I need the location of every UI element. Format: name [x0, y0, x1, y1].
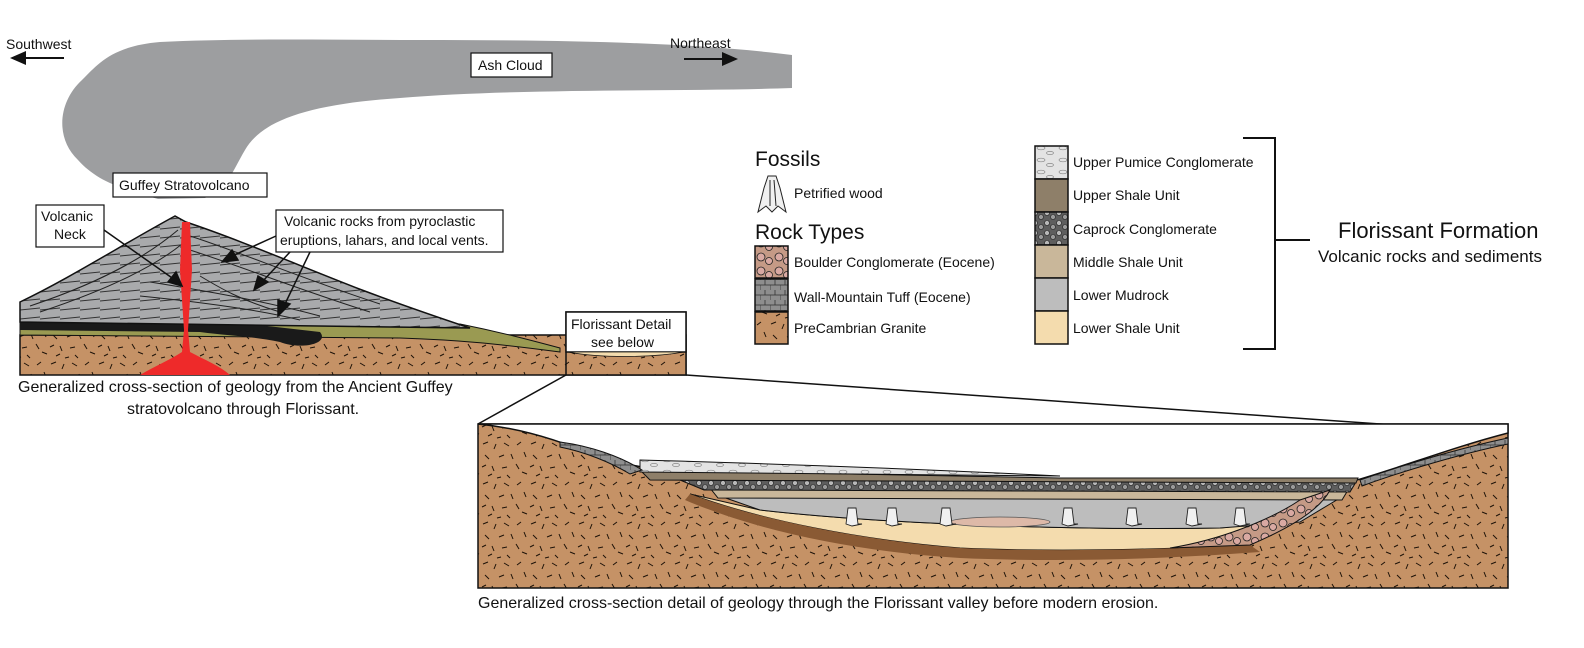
swatch-lower-mudrock — [1034, 277, 1069, 312]
brown-base-detail — [685, 494, 1260, 560]
formation-bracket — [1243, 137, 1310, 350]
tuff-detail-right — [1359, 437, 1509, 487]
ash-cloud — [62, 39, 792, 199]
legend-unit-3: Middle Shale Unit — [1073, 254, 1183, 270]
pyroclastic-label-2: eruptions, lahars, and local vents. — [280, 232, 489, 248]
formation-subtitle: Volcanic rocks and sediments — [1318, 247, 1542, 266]
legend-unit-2: Caprock Conglomerate — [1073, 221, 1217, 237]
swatch-middle-shale — [1034, 244, 1069, 279]
volcano-strata — [29, 229, 381, 321]
volcanic-neck-label-1: Volcanic — [41, 208, 93, 224]
legend-fossil-label: Petrified wood — [794, 185, 883, 201]
boulder-conglomerate-detail — [1169, 489, 1331, 549]
formation-title: Florissant Formation — [1338, 218, 1539, 243]
petrified-stumps — [845, 507, 1251, 527]
petrified-wood-icon — [757, 175, 787, 214]
volcanic-neck-label-2: Neck — [54, 226, 87, 242]
stratovolcano-label: Guffey Stratovolcano — [119, 177, 250, 193]
lava-conduit — [140, 222, 230, 375]
bottom-caption: Generalized cross-section detail of geol… — [478, 595, 1158, 612]
pyroclastic-label-1: Volcanic rocks from pyroclastic — [284, 213, 475, 229]
tuff-detail-left — [559, 441, 644, 475]
dark-lens — [20, 320, 322, 346]
upper-pumice-detail — [639, 459, 1061, 477]
southwest-label: Southwest — [6, 36, 71, 52]
southwest-arrow — [10, 51, 64, 65]
legend-rock-1: Wall-Mountain Tuff (Eocene) — [794, 289, 971, 305]
fossils-heading: Fossils — [755, 148, 820, 171]
legend-rock-0: Boulder Conglomerate (Eocene) — [794, 254, 995, 270]
upper-shale-detail — [638, 469, 1359, 484]
legend-unit-5: Lower Shale Unit — [1073, 320, 1180, 336]
pyroclastic-pointer-arrows — [220, 235, 311, 318]
volcano-cone — [19, 215, 471, 329]
rock-types-heading: Rock Types — [755, 221, 864, 244]
top-caption-line1: Generalized cross-section of geology fro… — [18, 379, 453, 396]
ash-cloud-label: Ash Cloud — [478, 57, 543, 73]
legend-unit-4: Lower Mudrock — [1073, 287, 1170, 303]
legend-unit-0: Upper Pumice Conglomerate — [1073, 154, 1254, 170]
swatch-boulder-conglomerate — [754, 245, 789, 279]
swatch-precambrian-granite — [754, 311, 789, 345]
florissant-detail-label-1: Florissant Detail — [571, 316, 671, 332]
legend-unit-1: Upper Shale Unit — [1073, 187, 1180, 203]
northeast-label: Northeast — [670, 35, 731, 51]
lens-detail — [949, 516, 1051, 528]
swatch-wall-mountain-tuff — [754, 278, 789, 312]
neck-pointer-arrows — [103, 229, 184, 288]
top-caption-line2: stratovolcano through Florissant. — [127, 401, 359, 418]
swatch-caprock-conglomerate — [1034, 211, 1069, 246]
swatch-upper-shale — [1034, 178, 1069, 213]
florissant-detail-label-2: see below — [591, 334, 655, 350]
swatch-upper-pumice — [1034, 145, 1069, 180]
zoom-line-left — [477, 374, 567, 425]
northeast-arrow — [684, 52, 738, 66]
swatch-lower-shale — [1034, 310, 1069, 345]
legend-rock-2: PreCambrian Granite — [794, 320, 926, 336]
